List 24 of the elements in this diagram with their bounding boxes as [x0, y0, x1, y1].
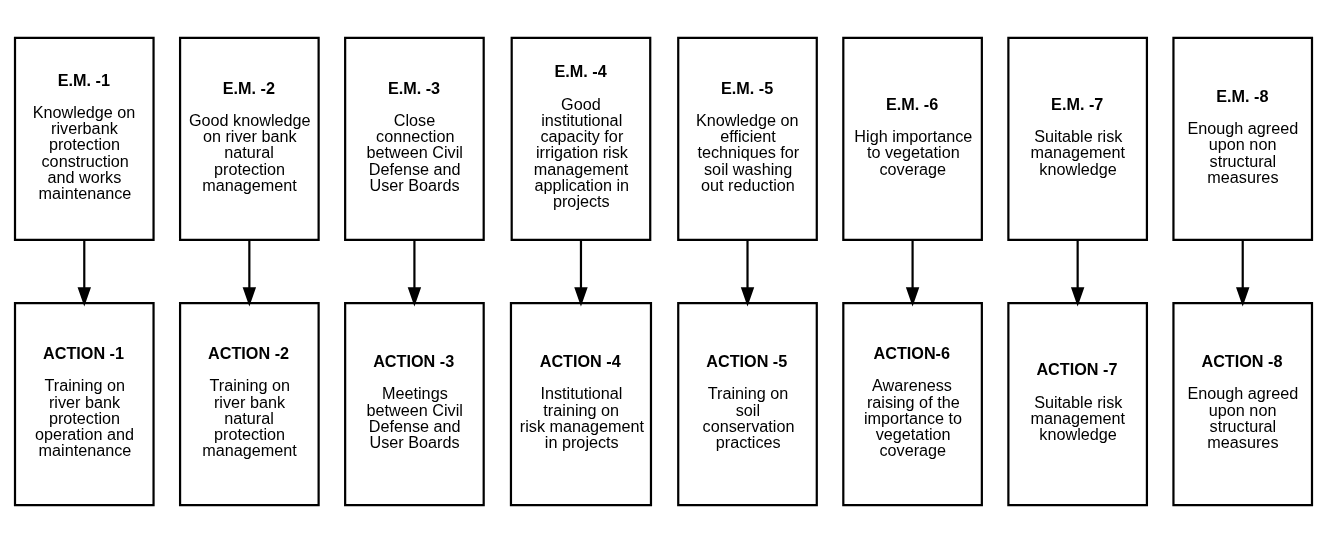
- node-box: E.M. -8 Enough agreed upon non structural measures: [1172, 36, 1314, 241]
- node-box: E.M. -2 Good knowledge on river bank natural protection management: [178, 36, 320, 241]
- arrow: [1070, 239, 1085, 307]
- arrow: [407, 239, 422, 307]
- node-box: ACTION -8 Enough agreed upon non structural measures: [1172, 301, 1314, 506]
- node-box: ACTION -7 Suitable risk management knowledge: [1007, 301, 1149, 506]
- node-box: ACTION -5 Training on soil conservation practices: [677, 301, 818, 506]
- node-box: ACTION -4 Institutional training on risk management in projects: [509, 301, 653, 506]
- node-box: ACTION -2 Training on river bank natural protection management: [178, 301, 320, 506]
- node-box: ACTION -3 Meetings between Civil Defense and User Boards: [344, 301, 485, 506]
- node-box: E.M. -5 Knowledge on efficient techniques for soil washing out reduction: [677, 36, 818, 241]
- arrow: [77, 239, 91, 307]
- arrow: [740, 239, 755, 307]
- node-box: E.M. -6 High importance to vegetation coverage: [842, 36, 983, 241]
- node-box: E.M. -1 Knowledge on riverbank protection construction and works maintenance: [13, 36, 155, 241]
- arrow: [242, 239, 257, 307]
- node-box: E.M. -7 Suitable risk management knowledge: [1007, 36, 1149, 241]
- arrow: [574, 239, 588, 307]
- arrow: [905, 239, 920, 307]
- node-box: E.M. -3 Close connection between Civil Defense and User Boards: [344, 36, 485, 241]
- node-box: E.M. -4 Good institutional capacity for irrigation risk management application in projects: [510, 36, 652, 241]
- arrow: [1236, 239, 1250, 307]
- node-box: ACTION -1 Training on river bank protection operation and maintenance: [13, 301, 155, 506]
- node-box: ACTION-6 Awareness raising of the importance to vegetation coverage: [842, 301, 983, 506]
